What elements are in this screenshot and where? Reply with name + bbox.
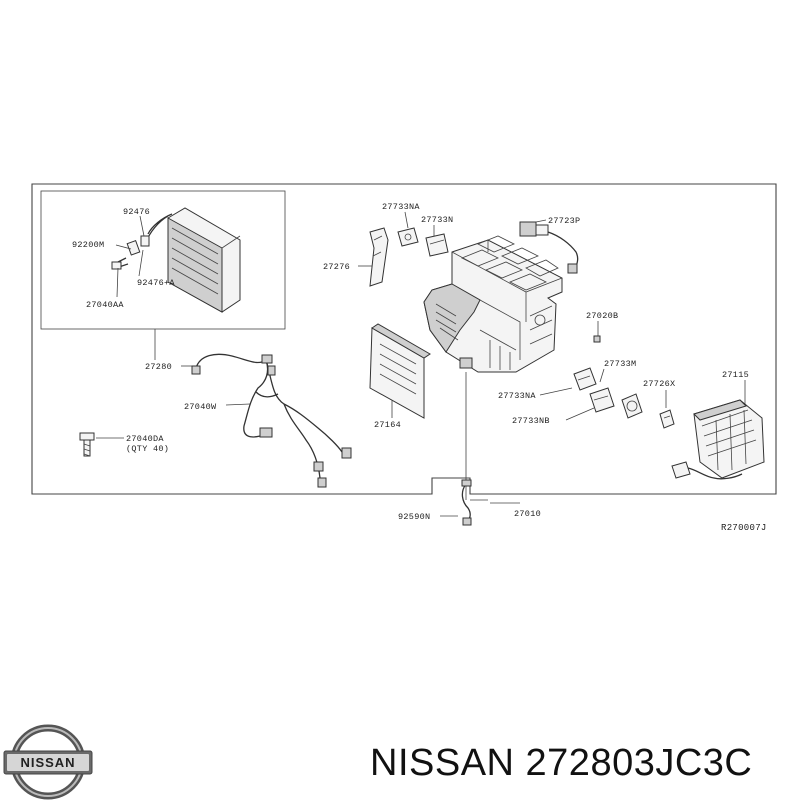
label-qty-40: (QTY 40) bbox=[126, 444, 169, 454]
heater-unit bbox=[423, 235, 563, 373]
label-92476: 92476 bbox=[123, 207, 150, 217]
label-27040aa: 27040AA bbox=[86, 300, 124, 310]
actuator-27733na-top bbox=[397, 227, 419, 247]
evaporator-core bbox=[145, 207, 241, 313]
part-27020b bbox=[593, 335, 601, 343]
evaporator-pipe-fittings bbox=[111, 235, 150, 270]
label-92476a: 92476+A bbox=[137, 278, 175, 288]
actuator-27733m bbox=[573, 367, 597, 391]
blower-motor bbox=[621, 393, 643, 419]
label-92200m: 92200M bbox=[72, 240, 104, 250]
diagram-frame bbox=[31, 183, 777, 495]
label-27733na-mid: 27733NA bbox=[498, 391, 536, 401]
actuator-27733n bbox=[425, 233, 449, 257]
ref-code: R270007J bbox=[721, 523, 767, 533]
label-27723p: 27723P bbox=[548, 216, 580, 226]
actuator-27733nb bbox=[589, 387, 615, 413]
screw bbox=[79, 432, 95, 457]
label-27726x: 27726X bbox=[643, 379, 675, 389]
label-27733nb: 27733NB bbox=[512, 416, 550, 426]
label-27040da: 27040DA bbox=[126, 434, 164, 444]
label-27733n: 27733N bbox=[421, 215, 453, 225]
label-27164: 27164 bbox=[374, 420, 401, 430]
sensor-27723p bbox=[519, 221, 579, 274]
label-27040w: 27040W bbox=[184, 402, 217, 412]
nissan-logo-text: NISSAN bbox=[20, 755, 75, 770]
part-number-caption: NISSAN 272803JC3C bbox=[370, 742, 753, 784]
blower-case-27115 bbox=[671, 399, 765, 480]
duct-27276 bbox=[369, 227, 389, 287]
label-92590n: 92590N bbox=[398, 512, 430, 522]
air-filter bbox=[369, 323, 431, 419]
resistor-27726x bbox=[659, 409, 675, 429]
label-27733na-top: 27733NA bbox=[382, 202, 420, 212]
label-27115: 27115 bbox=[722, 370, 749, 380]
drain-hose bbox=[461, 479, 472, 526]
label-27020b: 27020B bbox=[586, 311, 618, 321]
label-27733m: 27733M bbox=[604, 359, 636, 369]
wire-harness bbox=[191, 353, 352, 488]
label-27010: 27010 bbox=[514, 509, 541, 519]
nissan-logo: NISSAN bbox=[3, 724, 93, 800]
label-27280: 27280 bbox=[145, 362, 172, 372]
label-27276: 27276 bbox=[323, 262, 350, 272]
evaporator-inset-box bbox=[40, 190, 286, 330]
